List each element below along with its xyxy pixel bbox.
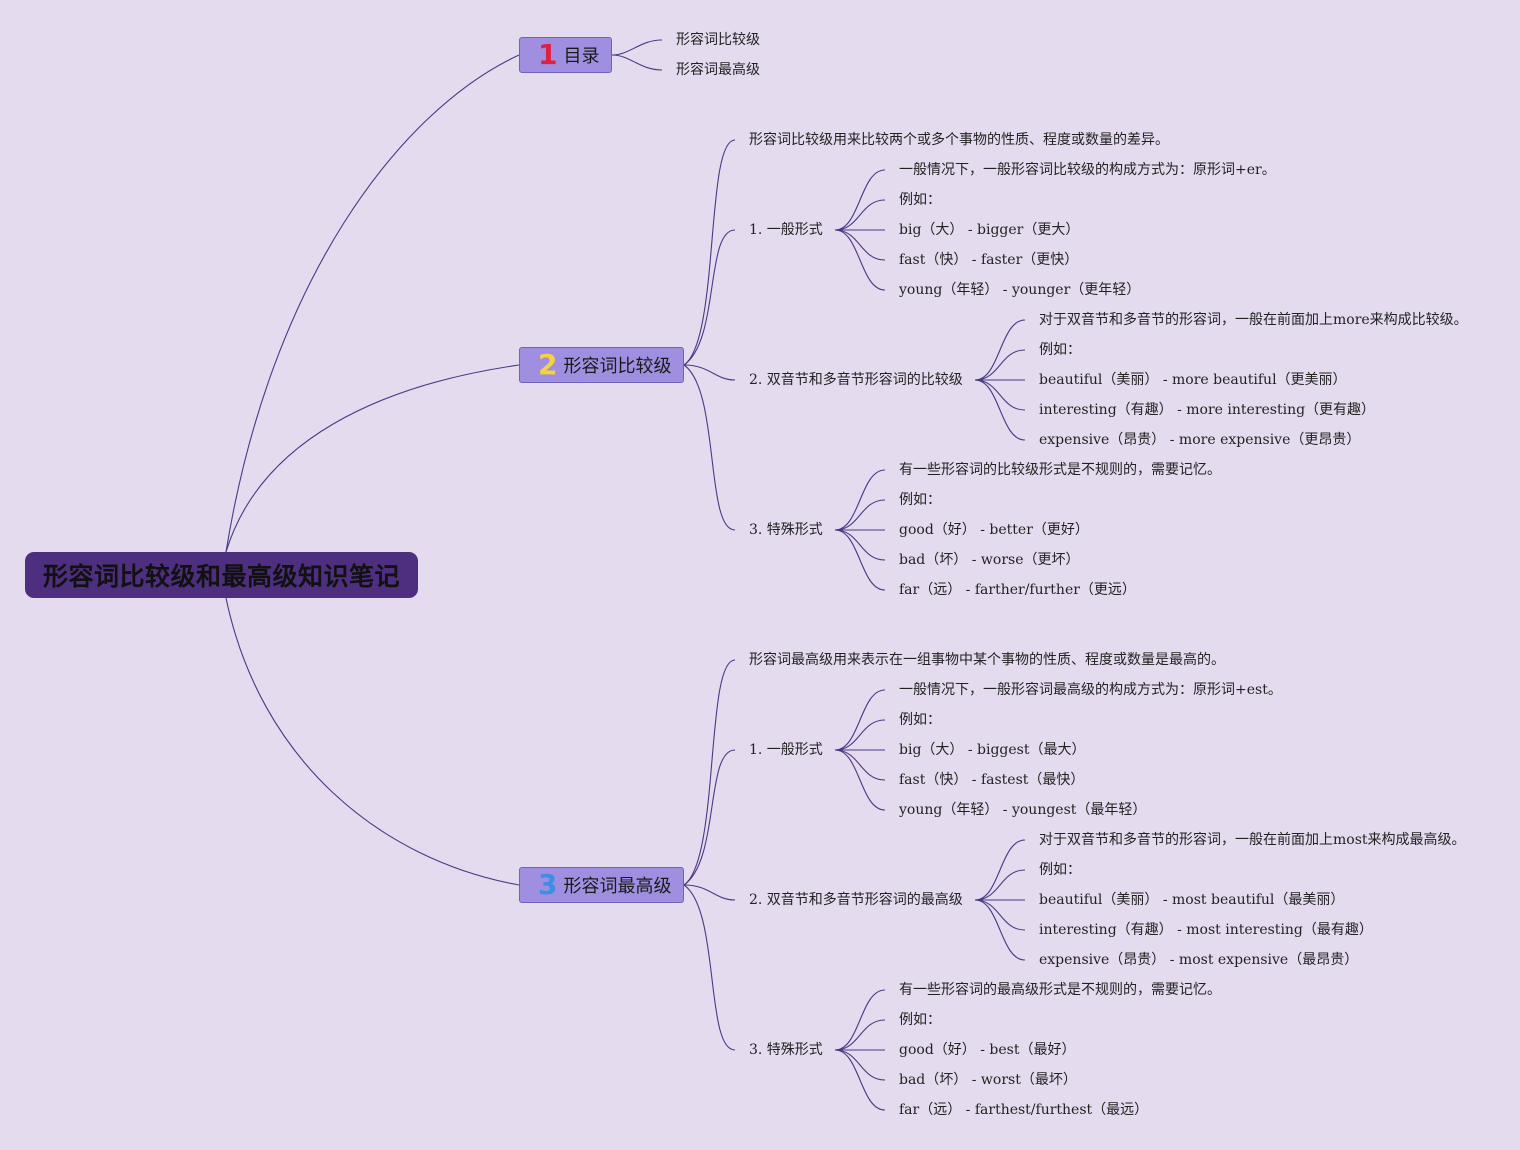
toc-item-comparative[interactable]: 形容词比较级 [676,32,760,48]
comparative-multi-label[interactable]: 2. 双音节和多音节形容词的比较级 [749,372,963,388]
topic-toc-label: 目录 [563,46,600,67]
link-comp-general-4 [834,229,886,261]
link-sup-general-1 [834,689,886,751]
link-sup-general-5 [834,749,886,811]
root-node[interactable]: 形容词比较级和最高级知识笔记 [25,552,418,598]
topic-comparative[interactable]: 2 形容词比较级 [519,347,684,383]
comparative-general-example[interactable]: big（大） - bigger（更大） [899,222,1080,238]
link-sup-multi-4 [974,899,1026,931]
link-sup-multi-2 [974,869,1026,901]
topic-superlative-label: 形容词最高级 [563,876,672,897]
superlative-multi-example-label[interactable]: 例如： [1039,862,1081,878]
superlative-multi-example[interactable]: interesting（有趣） - most interesting（最有趣） [1039,922,1373,938]
link-sup-special [683,884,736,1051]
link-comp-special-2 [834,499,886,531]
link-comp-definition [683,139,736,366]
comparative-special-label[interactable]: 3. 特殊形式 [749,522,823,538]
comparative-special-example[interactable]: far（远） - farther/further（更远） [899,582,1136,598]
link-root-toc [225,54,520,553]
link-comp-multi-5 [974,379,1026,441]
superlative-special-example[interactable]: good（好） - best（最好） [899,1042,1076,1058]
comparative-special-example-label[interactable]: 例如： [899,492,941,508]
link-comp-special-5 [834,529,886,591]
link-comp-general-5 [834,229,886,291]
link-toc-item-2 [611,54,663,71]
superlative-general-example[interactable]: fast（快） - fastest（最快） [899,772,1085,788]
superlative-general-example[interactable]: big（大） - biggest（最大） [899,742,1086,758]
comparative-general-example[interactable]: young（年轻） - younger（更年轻） [899,282,1141,298]
comparative-special-rule[interactable]: 有一些形容词的比较级形式是不规则的，需要记忆。 [899,462,1221,478]
link-sup-general [683,749,736,886]
topic-comparative-label: 形容词比较级 [563,356,672,377]
link-comp-multi-4 [974,379,1026,411]
link-sup-special-2 [834,1019,886,1051]
superlative-definition[interactable]: 形容词最高级用来表示在一组事物中某个事物的性质、程度或数量是最高的。 [749,652,1225,668]
topic-superlative[interactable]: 3 形容词最高级 [519,867,684,903]
superlative-multi-example[interactable]: beautiful（美丽） - most beautiful（最美丽） [1039,892,1345,908]
superlative-general-rule[interactable]: 一般情况下，一般形容词最高级的构成方式为：原形词+est。 [899,682,1282,698]
comparative-general-label[interactable]: 1. 一般形式 [749,222,823,238]
link-sup-multi-5 [974,899,1026,961]
comparative-special-example[interactable]: bad（坏） - worse（更坏） [899,552,1080,568]
link-comp-multi-2 [974,349,1026,381]
link-sup-multi [683,884,736,901]
link-comp-general-2 [834,199,886,231]
comparative-general-example-label[interactable]: 例如： [899,192,941,208]
link-comp-multi-1 [974,319,1026,381]
link-comp-special [683,364,736,531]
superlative-multi-rule[interactable]: 对于双音节和多音节的形容词，一般在前面加上most来构成最高级。 [1039,832,1466,848]
comparative-multi-rule[interactable]: 对于双音节和多音节的形容词，一般在前面加上more来构成比较级。 [1039,312,1468,328]
link-sup-definition [683,659,736,886]
link-comp-special-1 [834,469,886,531]
link-sup-general-4 [834,749,886,781]
comparative-special-example[interactable]: good（好） - better（更好） [899,522,1089,538]
link-sup-special-1 [834,989,886,1051]
comparative-multi-example[interactable]: beautiful（美丽） - more beautiful（更美丽） [1039,372,1347,388]
comparative-general-example[interactable]: fast（快） - faster（更快） [899,252,1079,268]
link-sup-multi-1 [974,839,1026,901]
comparative-multi-example[interactable]: expensive（昂贵） - more expensive（更昂贵） [1039,432,1361,448]
superlative-multi-example[interactable]: expensive（昂贵） - most expensive（最昂贵） [1039,952,1359,968]
comparative-multi-example-label[interactable]: 例如： [1039,342,1081,358]
link-comp-general-1 [834,169,886,231]
comparative-general-rule[interactable]: 一般情况下，一般形容词比较级的构成方式为：原形词+er。 [899,162,1276,178]
comparative-definition[interactable]: 形容词比较级用来比较两个或多个事物的性质、程度或数量的差异。 [749,132,1169,148]
number-two-icon: 2 [538,348,558,381]
link-comp-general [683,229,736,366]
superlative-multi-label[interactable]: 2. 双音节和多音节形容词的最高级 [749,892,963,908]
superlative-general-example[interactable]: young（年轻） - youngest（最年轻） [899,802,1147,818]
superlative-general-label[interactable]: 1. 一般形式 [749,742,823,758]
superlative-general-example-label[interactable]: 例如： [899,712,941,728]
superlative-special-example[interactable]: bad（坏） - worst（最坏） [899,1072,1077,1088]
topic-toc[interactable]: 1 目录 [519,37,612,73]
link-toc-item-1 [611,39,663,56]
link-root-superlative [225,597,520,886]
link-sup-special-4 [834,1049,886,1081]
superlative-special-example-label[interactable]: 例如： [899,1012,941,1028]
link-sup-general-2 [834,719,886,751]
link-root-comparative [225,364,520,553]
number-one-icon: 1 [538,38,558,71]
link-sup-special-5 [834,1049,886,1111]
superlative-special-rule[interactable]: 有一些形容词的最高级形式是不规则的，需要记忆。 [899,982,1221,998]
link-comp-special-4 [834,529,886,561]
superlative-special-example[interactable]: far（远） - farthest/furthest（最远） [899,1102,1149,1118]
toc-item-superlative[interactable]: 形容词最高级 [676,62,760,78]
superlative-special-label[interactable]: 3. 特殊形式 [749,1042,823,1058]
number-three-icon: 3 [538,868,558,901]
link-comp-multi [683,364,736,381]
root-title: 形容词比较级和最高级知识笔记 [42,562,400,591]
comparative-multi-example[interactable]: interesting（有趣） - more interesting（更有趣） [1039,402,1376,418]
